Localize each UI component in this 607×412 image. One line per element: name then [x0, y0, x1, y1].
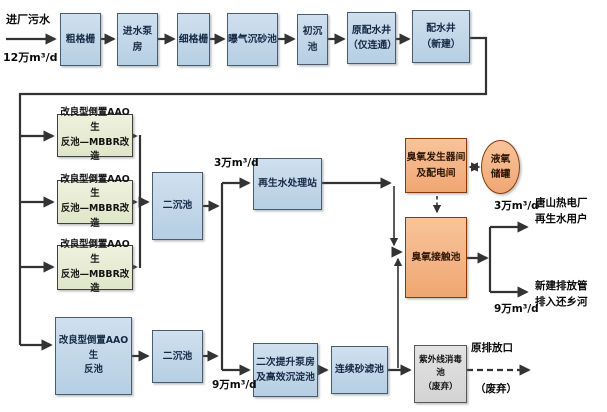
reuse-user-label: 唐山热电厂 再生水用户 — [535, 197, 588, 225]
box-primary-sedimentation-tank: 初沉池 — [297, 14, 328, 65]
box-continuous-sand-filter: 连续砂滤池 — [331, 346, 388, 394]
influent-label: 进厂污水 — [6, 13, 50, 26]
box-new-distribution-well: 配水井 （新建） — [412, 10, 470, 63]
box-coarse-screen: 粗格栅 — [60, 13, 101, 66]
box-liquid-oxygen-tank: 液氧 储罐 — [481, 140, 520, 194]
influent-rate-label: 12万m³/d — [3, 51, 58, 64]
box-aerated-grit-chamber: 曝气沉砂池 — [227, 13, 278, 66]
box-secondary-sedimentation-1: 二沉池 — [152, 172, 203, 240]
old-outfall-status-label: （废弃） — [475, 383, 517, 395]
reuse-rate-label: 3万m³/d — [214, 157, 259, 169]
box-secondary-sedimentation-2: 二沉池 — [152, 330, 203, 383]
box-ozone-generator-room: 臭氧发生器间 及配电间 — [405, 138, 467, 193]
box-fine-screen: 细格栅 — [177, 13, 210, 66]
box-reclaimed-water-station: 再生水处理站 — [253, 158, 322, 210]
new-outfall-label: 新建排放管 排入还乡河 — [535, 280, 588, 308]
box-aao-mbbr-reactor-3: 改良型倒置AAO生 反池—MBBR改造 — [57, 239, 133, 294]
reuse-out-rate-label: 3万m³/d — [494, 200, 539, 212]
old-outfall-label: 原排放口 — [471, 342, 513, 354]
box-aao-mbbr-reactor-1: 改良型倒置AAO生 反池—MBBR改造 — [57, 107, 133, 162]
box-ozone-contact-tank: 臭氧接触池 — [405, 217, 467, 298]
discharge-rate-label: 9万m³/d — [212, 379, 257, 391]
box-inlet-pump-house: 进水泵房 — [117, 13, 158, 66]
box-aao-mbbr-reactor-2: 改良型倒置AAO生 反池—MBBR改造 — [57, 174, 133, 229]
box-secondary-lift-pump-house: 二次提升泵房 及高效沉淀池 — [253, 343, 318, 397]
box-aao-reactor: 改良型倒置AAO生 反池 — [55, 317, 132, 395]
discharge-out-rate-label: 9万m³/d — [494, 303, 539, 315]
box-original-distribution-well: 原配水井 （仅连通） — [347, 12, 397, 64]
box-uv-disinfection-tank: 紫外线消毒池 （废弃） — [414, 345, 467, 403]
